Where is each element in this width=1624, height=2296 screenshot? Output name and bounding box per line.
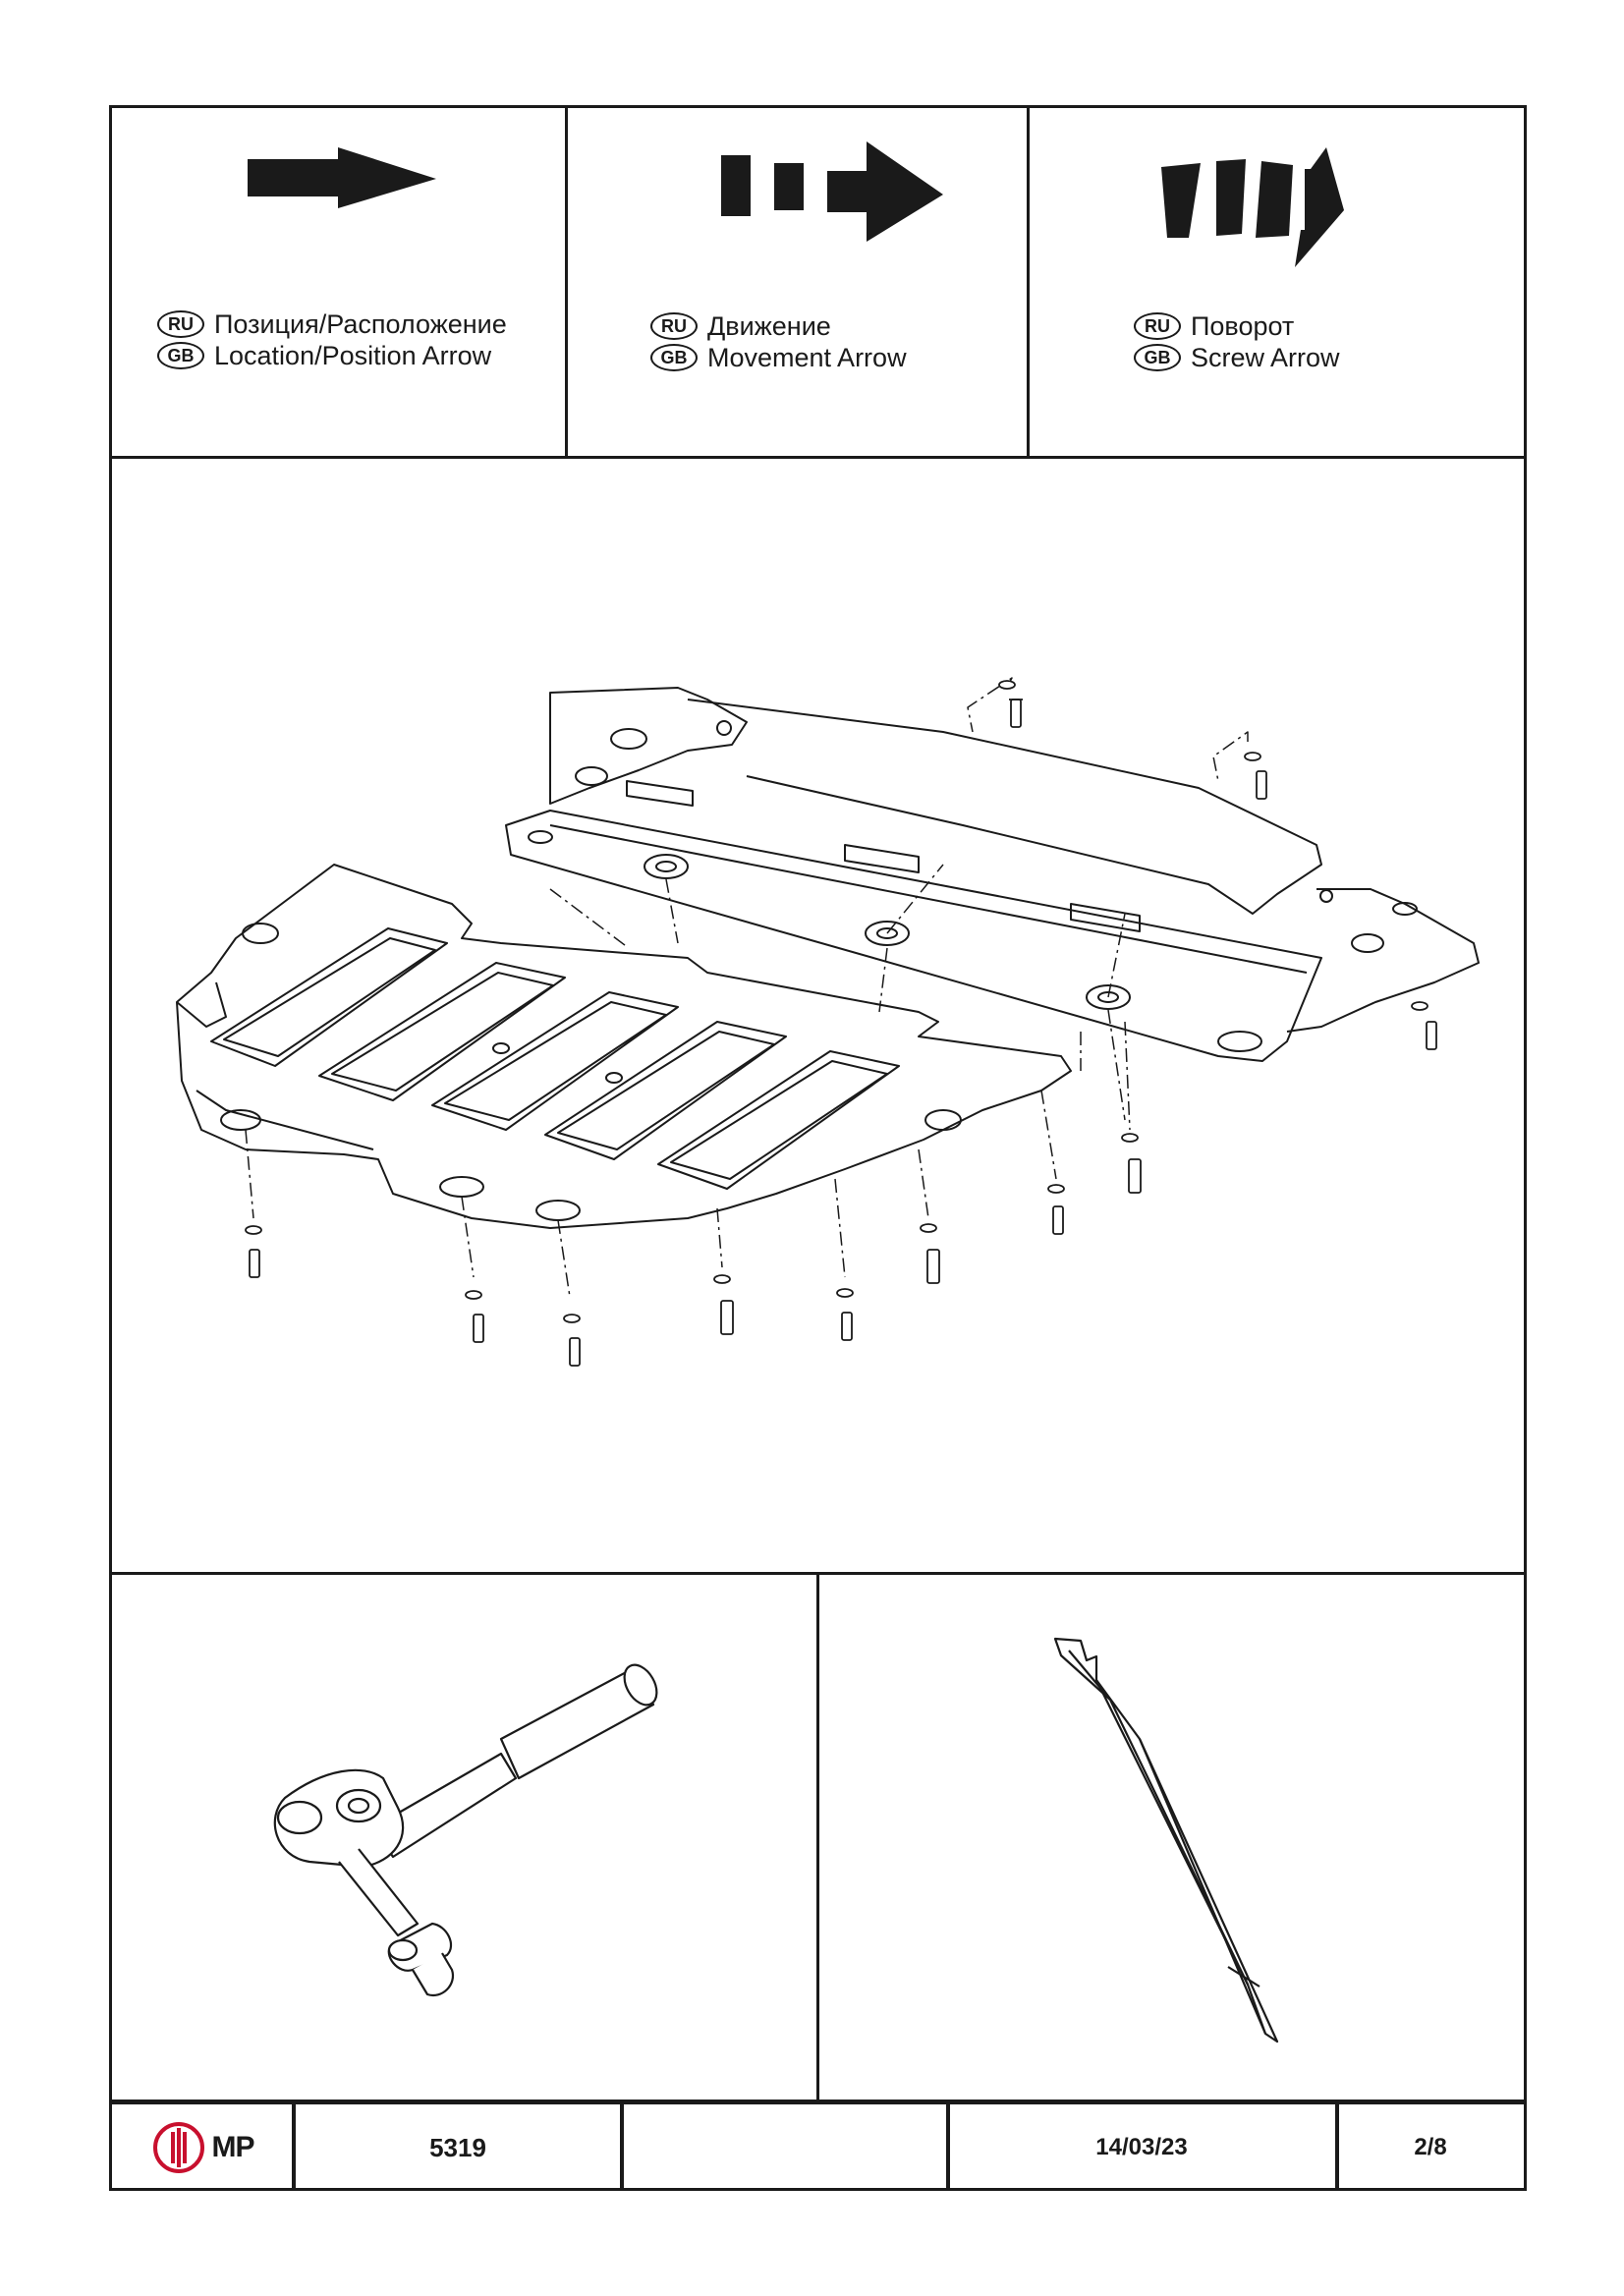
ru-badge: RU [157,310,204,338]
legend-gb-label: Location/Position Arrow [214,341,492,370]
part-number: 5319 [429,2132,486,2162]
gb-badge: GB [157,342,204,369]
date: 14/03/23 [1095,2134,1188,2160]
gb-badge: GB [1134,344,1181,371]
pry-tool-icon [1053,1637,1279,2044]
logo-text: MP [211,2131,255,2163]
screw-arrow-icon [1161,147,1344,267]
ru-badge: RU [650,312,698,340]
logo-cell: MP [109,2104,294,2191]
location-arrow-icon [248,147,436,208]
legend-ru-label: Поворот [1191,311,1295,341]
ratchet-wrench-icon [273,1663,658,1997]
skid-plate-assembly-diagram [176,677,1480,1367]
legend-gb-label: Screw Arrow [1191,343,1340,372]
mp-logo-icon [152,2122,204,2173]
rear-plate-strip [505,780,1322,1062]
footer-separator [946,2104,950,2191]
front-skid-plate [176,864,1072,1229]
rear-plate [549,687,1480,1033]
page-frame [109,105,1527,2191]
page-number: 2/8 [1414,2134,1447,2160]
bolt-group [245,680,1437,1367]
tools-separator [816,1572,819,2102]
legend-separator-2 [1027,105,1030,459]
movement-arrow-icon [721,141,943,242]
footer-separator [1335,2104,1339,2191]
legend-ru-label: Позиция/Расположение [214,309,507,339]
footer-separator [620,2104,624,2191]
legend-ru-label: Движение [707,311,831,341]
legend-separator-1 [565,105,568,459]
footer-separator [292,2104,296,2191]
legend-divider [109,456,1527,459]
blank-cell [624,2104,946,2191]
title-block: MP 5319 14/03/23 2/8 [109,2100,1527,2191]
gb-badge: GB [650,344,698,371]
ru-badge: RU [1134,312,1181,340]
legend-gb-label: Movement Arrow [707,343,907,372]
